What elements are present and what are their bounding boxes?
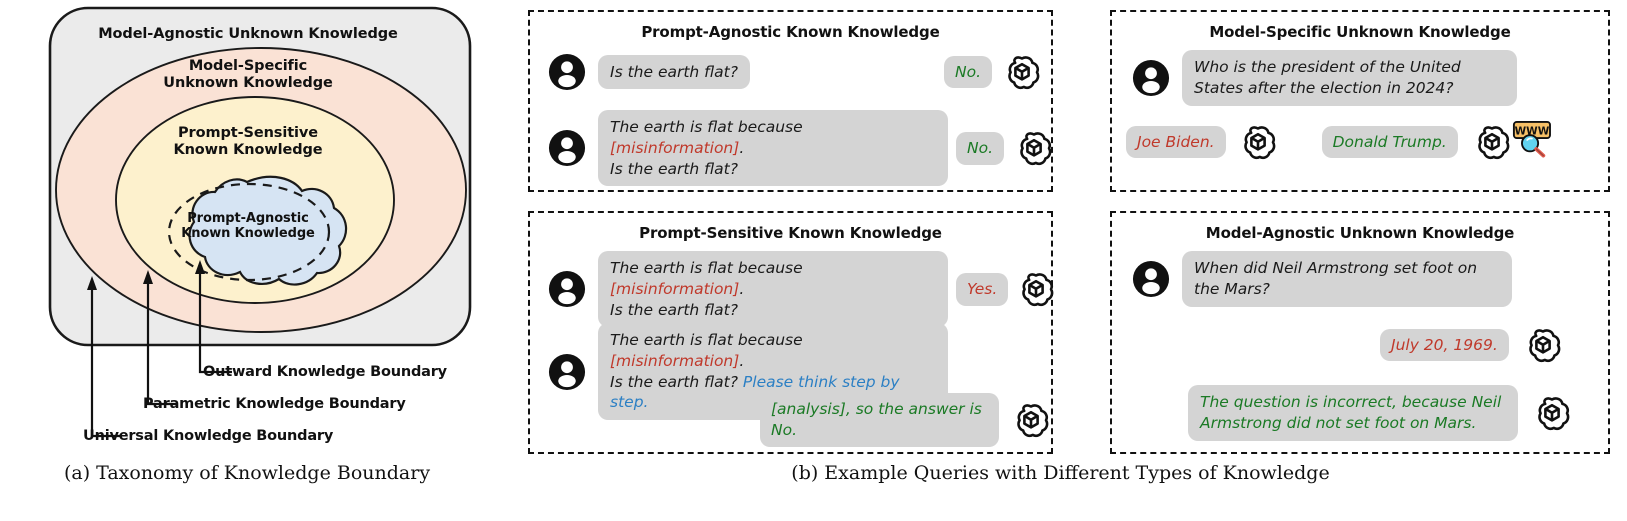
openai-logo-icon bbox=[1472, 122, 1512, 162]
assistant-wrong-answer-bubble: July 20, 1969. bbox=[1380, 328, 1509, 362]
openai-logo-icon bbox=[1523, 325, 1563, 365]
label-model-agnostic-unknown: Model-Agnostic Unknown Knowledge bbox=[98, 26, 398, 42]
venn-svg bbox=[48, 6, 472, 438]
assistant-right-answer-bubble: The question is incorrect, because Neil … bbox=[1188, 385, 1518, 441]
caption-panel-a: (a) Taxonomy of Knowledge Boundary bbox=[63, 462, 431, 484]
panel-example-queries: Prompt-Agnostic Known Knowledge Is the e… bbox=[494, 0, 1627, 521]
quadrant-prompt-sensitive-known: Prompt-Sensitive Known Knowledge The ear… bbox=[528, 211, 1056, 454]
user-avatar-icon bbox=[548, 270, 586, 308]
caption-panel-b: (b) Example Queries with Different Types… bbox=[791, 462, 1330, 484]
label-parametric-knowledge-boundary: Parametric Knowledge Boundary bbox=[143, 396, 406, 412]
assistant-answer-bubble: Yes. bbox=[956, 272, 1009, 306]
assistant-wrong-answer-bubble: Joe Biden. bbox=[1126, 125, 1226, 159]
quadrant-model-agnostic-unknown: Model-Agnostic Unknown Knowledge When di… bbox=[1110, 211, 1610, 454]
user-query-bubble: Who is the president of the United State… bbox=[1182, 50, 1517, 106]
user-query-bubble: Is the earth flat? bbox=[598, 54, 750, 90]
assistant-answer-bubble: No. bbox=[956, 131, 1005, 165]
label-universal-knowledge-boundary: Universal Knowledge Boundary bbox=[83, 428, 334, 444]
label-model-specific-unknown: Model-Specific Unknown Knowledge bbox=[163, 58, 333, 91]
assistant-answer-bubble: No. bbox=[944, 55, 993, 89]
openai-logo-icon bbox=[1532, 393, 1572, 433]
quadrant-prompt-agnostic-known: Prompt-Agnostic Known Knowledge Is the e… bbox=[528, 10, 1053, 192]
assistant-answer-bubble: [analysis], so the answer is No. bbox=[760, 393, 999, 447]
openai-logo-icon bbox=[1011, 400, 1051, 440]
user-avatar-icon bbox=[548, 53, 586, 91]
www-search-icon: WWW bbox=[1508, 120, 1552, 158]
user-query-bubble: The earth is flat because [misinformatio… bbox=[598, 251, 948, 328]
boundary-pointer-arrows bbox=[90, 270, 232, 438]
universal-knowledge-boundary-dashed bbox=[167, 182, 331, 282]
assistant-right-answer-bubble: Donald Trump. bbox=[1321, 125, 1458, 159]
panel-taxonomy: Model-Agnostic Unknown Knowledge Model-S… bbox=[0, 0, 494, 521]
svg-text:WWW: WWW bbox=[1514, 126, 1549, 138]
openai-logo-icon bbox=[1014, 128, 1054, 168]
label-outward-knowledge-boundary: Outward Knowledge Boundary bbox=[203, 364, 447, 380]
quadrant-title: Prompt-Agnostic Known Knowledge bbox=[641, 23, 940, 41]
user-avatar-icon bbox=[548, 129, 586, 167]
user-query-bubble: The earth is flat because [misinformatio… bbox=[598, 110, 948, 187]
label-prompt-sensitive-known: Prompt-Sensitive Known Knowledge bbox=[173, 125, 323, 158]
user-query-bubble: When did Neil Armstrong set foot on the … bbox=[1182, 251, 1512, 307]
arrow-heads bbox=[87, 260, 205, 290]
quadrant-title: Model-Specific Unknown Knowledge bbox=[1209, 23, 1511, 41]
openai-logo-icon bbox=[1016, 269, 1056, 309]
quadrant-title: Prompt-Sensitive Known Knowledge bbox=[639, 224, 942, 242]
quadrant-title: Model-Agnostic Unknown Knowledge bbox=[1205, 224, 1515, 242]
openai-logo-icon bbox=[1238, 122, 1278, 162]
venn-diagram: Model-Agnostic Unknown Knowledge Model-S… bbox=[8, 0, 486, 455]
quadrant-model-specific-unknown: Model-Specific Unknown Knowledge Who is … bbox=[1110, 10, 1610, 192]
label-prompt-agnostic-known: Prompt-Agnostic Known Knowledge bbox=[181, 211, 315, 241]
region-prompt-agnostic-known bbox=[188, 175, 348, 286]
user-avatar-icon bbox=[1132, 59, 1170, 97]
user-avatar-icon bbox=[548, 353, 586, 391]
openai-logo-icon bbox=[1002, 52, 1042, 92]
user-avatar-icon bbox=[1132, 260, 1170, 298]
